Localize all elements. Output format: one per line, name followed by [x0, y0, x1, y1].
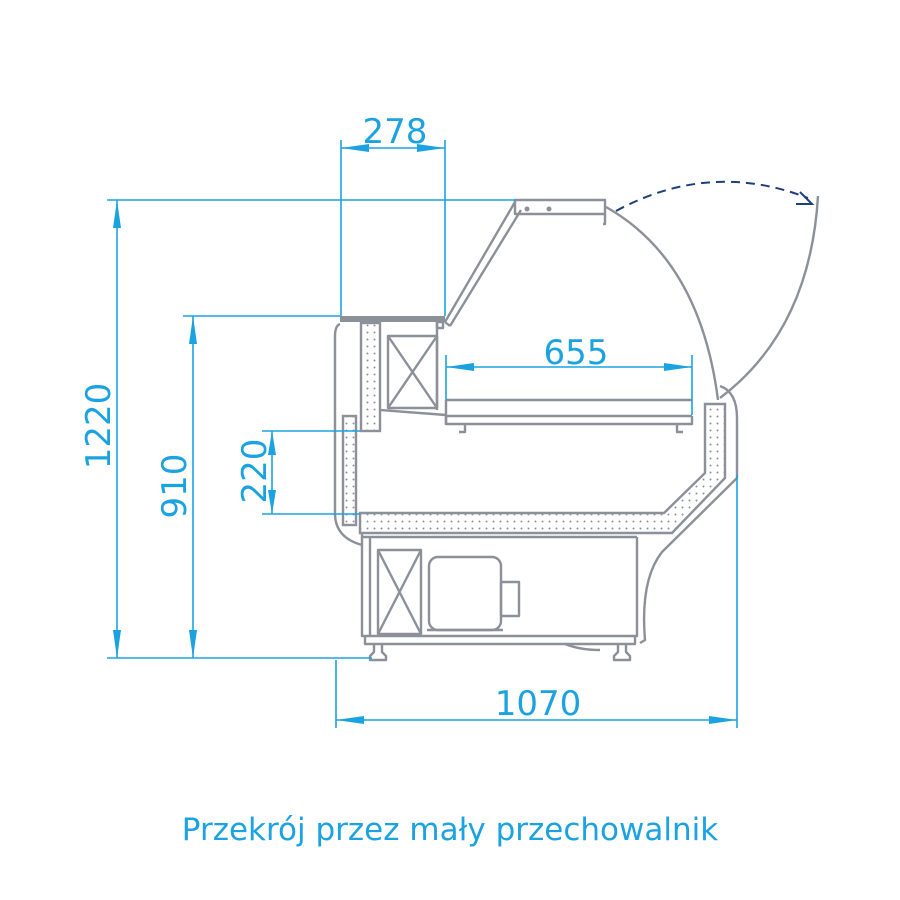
top-bar — [513, 198, 607, 216]
dim-1220: 1220 — [79, 383, 119, 470]
dim-1070: 1070 — [495, 684, 582, 724]
compressor-motor — [427, 555, 503, 632]
door-insulation — [341, 414, 358, 527]
foot-right — [612, 644, 632, 662]
lower-storage-box — [376, 548, 423, 636]
front-glass-closed — [605, 205, 720, 401]
body-outline-right — [639, 384, 739, 645]
dim-278: 278 — [363, 112, 428, 152]
base — [363, 636, 637, 646]
arrowhead-icon — [796, 191, 815, 205]
lower-compartment — [360, 533, 639, 638]
dim-220: 220 — [235, 439, 275, 504]
dim-910: 910 — [155, 454, 195, 519]
cabinet-drawing — [333, 195, 820, 662]
rear-glass — [443, 201, 523, 327]
front-glass-open — [719, 195, 820, 399]
tub-insulation — [358, 402, 727, 535]
dimension-lines — [107, 140, 738, 728]
upper-bracket — [435, 320, 445, 330]
dim-655: 655 — [544, 333, 609, 373]
upper-box-cross — [387, 335, 438, 409]
display-shelf — [444, 398, 694, 426]
caption: Przekrój przez mały przechowalnik — [181, 812, 719, 848]
foot-left — [368, 644, 388, 662]
counter-top — [340, 316, 445, 322]
left-insulation — [359, 321, 382, 433]
body-outline-left — [333, 322, 363, 547]
glass-opening-arrow — [615, 180, 809, 212]
